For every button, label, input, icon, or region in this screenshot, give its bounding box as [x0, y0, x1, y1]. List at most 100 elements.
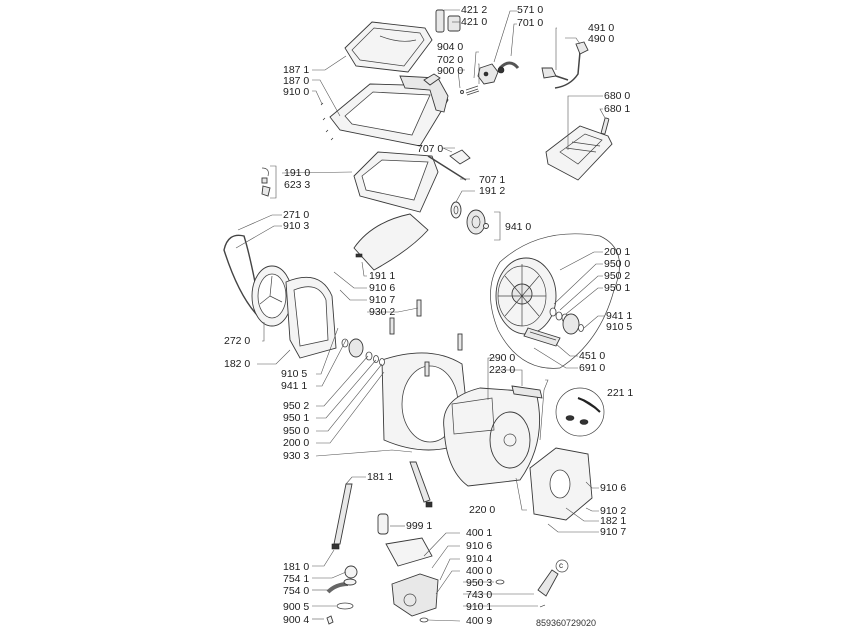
label-6910[interactable]: 691 0: [579, 362, 606, 374]
part-hose-7010[interactable]: [497, 61, 520, 74]
label-4900[interactable]: 490 0: [588, 33, 615, 45]
label-2710[interactable]: 271 0: [283, 209, 310, 221]
part-screws-9100[interactable]: [320, 102, 334, 141]
part-seals-950x[interactable]: [549, 307, 569, 323]
label-1821[interactable]: 182 1: [600, 515, 627, 527]
part-valve-5710[interactable]: [477, 63, 499, 85]
label-9004[interactable]: 900 4: [283, 614, 310, 626]
part-hose-7540[interactable]: [326, 578, 357, 594]
label-9106b[interactable]: 910 6: [600, 482, 627, 494]
part-cabinet-2200[interactable]: [443, 387, 541, 487]
label-9103[interactable]: 910 3: [283, 220, 310, 232]
label-9411a[interactable]: 941 1: [281, 380, 308, 392]
part-lid-1911[interactable]: [353, 213, 429, 271]
label-2900[interactable]: 290 0: [489, 352, 516, 364]
label-7070[interactable]: 707 0: [417, 143, 444, 155]
part-screw-9101[interactable]: [539, 604, 546, 608]
part-seal-4009[interactable]: [419, 617, 429, 623]
part-clamp-9005[interactable]: [336, 602, 354, 610]
label-9503[interactable]: 950 3: [466, 577, 493, 589]
label-9104[interactable]: 910 4: [466, 553, 493, 565]
label-9302[interactable]: 930 2: [369, 306, 396, 318]
label-9501a[interactable]: 950 1: [604, 282, 631, 294]
part-tub-ring-1910[interactable]: [353, 151, 439, 213]
part-cap-7541[interactable]: [344, 565, 358, 579]
part-sensor-7430[interactable]: [537, 569, 559, 597]
part-top-cover-1871[interactable]: [344, 21, 433, 73]
part-filter-9991[interactable]: [377, 513, 389, 535]
label-9501b[interactable]: 950 1: [283, 412, 310, 424]
label-7071[interactable]: 707 1: [479, 174, 506, 186]
label-7541[interactable]: 754 1: [283, 573, 310, 585]
label-9105a[interactable]: 910 5: [281, 368, 308, 380]
part-clip-9004[interactable]: [326, 615, 334, 625]
label-9107b[interactable]: 910 7: [600, 526, 627, 538]
label-7020[interactable]: 702 0: [437, 54, 464, 66]
part-bearing-9410[interactable]: [466, 209, 489, 235]
label-2001[interactable]: 200 1: [604, 246, 631, 258]
label-1820[interactable]: 182 0: [224, 358, 251, 370]
label-4910[interactable]: 491 0: [588, 22, 615, 34]
label-4210[interactable]: 421 0: [461, 16, 488, 28]
part-rod-7071[interactable]: [427, 155, 467, 181]
label-9991[interactable]: 999 1: [406, 520, 433, 532]
part-plate-4001[interactable]: [385, 537, 433, 567]
label-4000[interactable]: 400 0: [466, 565, 493, 577]
part-clip-9040[interactable]: [423, 73, 441, 86]
label-2720[interactable]: 272 0: [224, 335, 251, 347]
part-lock-4210[interactable]: [447, 15, 461, 32]
part-drum-ring-2720[interactable]: [251, 265, 293, 327]
label-9106a[interactable]: 910 6: [369, 282, 396, 294]
part-pins-7020[interactable]: [460, 85, 480, 96]
label-7430[interactable]: 743 0: [466, 589, 493, 601]
label-4212[interactable]: 421 2: [461, 4, 488, 16]
part-heater-4510[interactable]: [523, 327, 561, 347]
label-9040[interactable]: 904 0: [437, 41, 464, 53]
label-9000[interactable]: 900 0: [437, 65, 464, 77]
part-springs-9302[interactable]: [389, 299, 463, 377]
label-9100[interactable]: 910 0: [283, 86, 310, 98]
label-5710[interactable]: 571 0: [517, 4, 544, 16]
part-hook-6233[interactable]: [261, 167, 271, 197]
label-2230[interactable]: 223 0: [489, 364, 516, 376]
part-seal-6801[interactable]: [600, 117, 610, 135]
part-drawer-6800[interactable]: [545, 125, 613, 181]
label-6801[interactable]: 680 1: [604, 103, 631, 115]
label-9502b[interactable]: 950 2: [283, 400, 310, 412]
label-4001[interactable]: 400 1: [466, 527, 493, 539]
label-9411b[interactable]: 941 1: [606, 310, 633, 322]
label-9106c[interactable]: 910 6: [466, 540, 493, 552]
part-door-seal-2710[interactable]: [223, 234, 264, 322]
part-frame-1870[interactable]: [329, 75, 449, 147]
part-front-panel-1820[interactable]: [285, 276, 337, 359]
part-shock-kit-2211[interactable]: [555, 387, 605, 437]
label-9410[interactable]: 941 0: [505, 221, 532, 233]
part-back-tub-2001[interactable]: [495, 257, 557, 335]
label-1811[interactable]: 181 1: [367, 471, 394, 483]
part-cable-4910[interactable]: [541, 51, 581, 89]
part-wheel-1912[interactable]: [450, 201, 462, 219]
label-2200[interactable]: 220 0: [469, 504, 496, 516]
label-9500a[interactable]: 950 0: [604, 258, 631, 270]
label-1911[interactable]: 191 1: [369, 270, 396, 282]
label-1870[interactable]: 187 0: [283, 75, 310, 87]
label-7010[interactable]: 701 0: [517, 17, 544, 29]
label-6800[interactable]: 680 0: [604, 90, 631, 102]
label-6233[interactable]: 623 3: [284, 179, 311, 191]
label-1910[interactable]: 191 0: [284, 167, 311, 179]
part-pipe-2230[interactable]: [511, 385, 543, 399]
part-switch-4212[interactable]: [435, 9, 445, 33]
label-9107a[interactable]: 910 7: [369, 294, 396, 306]
label-1871[interactable]: 187 1: [283, 64, 310, 76]
label-9105b[interactable]: 910 5: [606, 321, 633, 333]
label-9102[interactable]: 910 2: [600, 505, 627, 517]
label-4009[interactable]: 400 9: [466, 615, 493, 627]
label-1810[interactable]: 181 0: [283, 561, 310, 573]
part-back-panel-1821[interactable]: [529, 447, 593, 521]
part-damper-1810[interactable]: [331, 483, 353, 550]
label-2211[interactable]: 221 1: [607, 387, 634, 399]
part-flange-9411[interactable]: [562, 313, 584, 335]
part-lever-7070[interactable]: [449, 149, 471, 165]
part-ring-9503[interactable]: [495, 579, 505, 585]
label-9101[interactable]: 910 1: [466, 601, 493, 613]
